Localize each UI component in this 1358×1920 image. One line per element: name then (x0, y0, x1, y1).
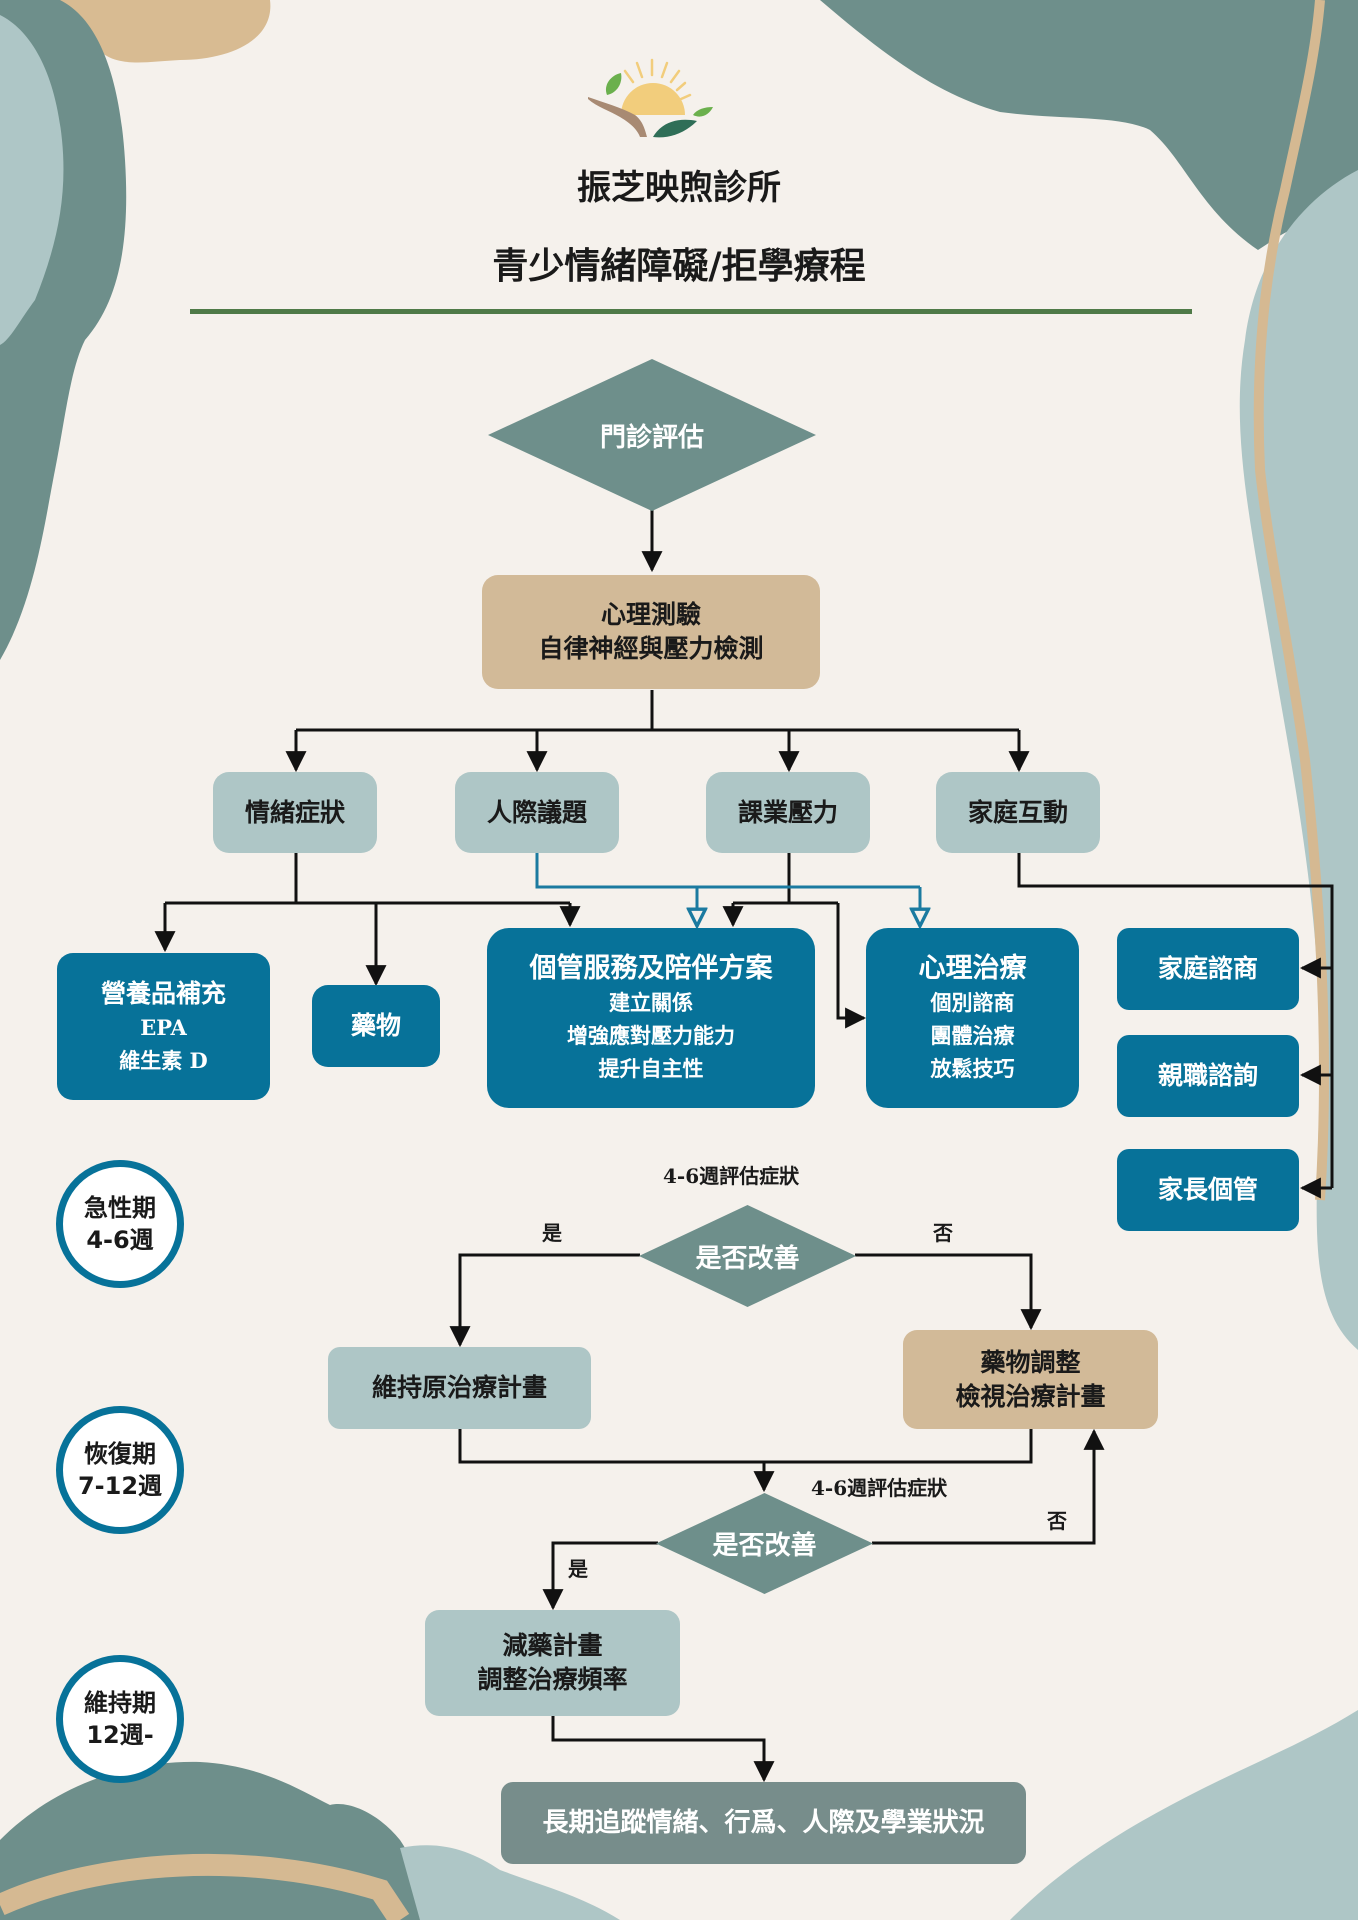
eval2-yes-result-line: 調整治療頻率 (477, 1665, 628, 1694)
psychotherapy-item: 團體治療 (930, 1022, 1015, 1048)
case-management-item: 提升自主性 (598, 1055, 704, 1081)
treatment-nutrition[interactable]: 營養品補充 EPA 維生素 D (57, 953, 270, 1100)
eval2-question: 是否改善 (712, 1531, 817, 1561)
eval1-no-result-line: 檢視治療計畫 (955, 1381, 1106, 1411)
eval1-decision[interactable]: 是否改善 (639, 1205, 856, 1307)
medication-title: 藥物 (350, 1011, 401, 1040)
phase-name: 急性期 (84, 1194, 156, 1222)
category-social[interactable]: 人際議題 (455, 772, 619, 853)
eval1-no-result-line: 藥物調整 (980, 1347, 1081, 1377)
phase-name: 恢復期 (84, 1440, 156, 1468)
eval1-question: 是否改善 (695, 1243, 800, 1274)
eval1-yes-label: 是 (542, 1221, 562, 1245)
final-label: 長期追蹤情緒、行爲、人際及學業狀況 (542, 1808, 985, 1838)
category-label: 情緒症狀 (244, 797, 345, 827)
eval2-yes-label: 是 (568, 1557, 588, 1581)
case-management-item: 建立關係 (609, 989, 693, 1015)
nutrition-item: 維生素 D (119, 1047, 208, 1073)
category-family[interactable]: 家庭互動 (936, 772, 1100, 853)
case-management-title: 個管服務及陪伴方案 (529, 952, 773, 984)
eval1-no-label: 否 (933, 1221, 953, 1245)
nutrition-item: EPA (140, 1014, 187, 1040)
psychotherapy-item: 個別諮商 (930, 989, 1015, 1015)
phase-maintenance: 維持期 12週- (56, 1655, 184, 1783)
header-divider (190, 309, 1192, 314)
page-title: 青少情緒障礙/拒學療程 (492, 245, 866, 287)
eval2-no-label: 否 (1047, 1509, 1067, 1533)
eval2-yes-result[interactable]: 減藥計畫 調整治療頻率 (425, 1610, 680, 1716)
psychotherapy-item: 放鬆技巧 (930, 1055, 1015, 1081)
eval1-note: 4-6週評估症狀 (663, 1164, 800, 1188)
category-label: 課業壓力 (737, 797, 838, 827)
case-management-item: 增強應對壓力能力 (567, 1022, 735, 1048)
start-outpatient-assessment[interactable]: 門診評估 (488, 359, 816, 511)
phase-recovery: 恢復期 7-12週 (56, 1406, 184, 1534)
phase-weeks: 4-6週 (86, 1226, 154, 1254)
nutrition-title: 營養品補充 (100, 978, 226, 1008)
phase-acute: 急性期 4-6週 (56, 1160, 184, 1288)
start-label: 門診評估 (599, 422, 704, 453)
family-service-label: 家長個管 (1157, 1175, 1258, 1204)
eval2-yes-result-line: 減藥計畫 (502, 1631, 603, 1660)
bg-blob-teal-light-left (0, 15, 64, 345)
phase-name: 維持期 (84, 1689, 156, 1717)
bg-blob-teal-bottom-left (0, 1761, 424, 1920)
eval2-decision[interactable]: 是否改善 (656, 1493, 873, 1594)
bg-blob-teal-light-bottom-right (1010, 1710, 1358, 1920)
eval1-no-result[interactable]: 藥物調整 檢視治療計畫 (903, 1330, 1158, 1429)
assessment-box[interactable]: 心理測驗 自律神經與壓力檢測 (482, 575, 820, 689)
family-service-label: 家庭諮商 (1157, 954, 1258, 983)
family-service-label: 親職諮詢 (1157, 1061, 1258, 1090)
category-emotion[interactable]: 情緒症狀 (213, 772, 377, 853)
category-label: 人際議題 (486, 797, 587, 827)
bg-blob-teal-top-right (820, 0, 1358, 260)
bg-stripe-tan-bottom (0, 1854, 410, 1920)
category-label: 家庭互動 (967, 797, 1068, 827)
bg-blob-teal-light-bottom (400, 1845, 620, 1920)
treatment-case-management[interactable]: 個管服務及陪伴方案 建立關係 增強應對壓力能力 提升自主性 (487, 928, 815, 1108)
final-long-term-followup[interactable]: 長期追蹤情緒、行爲、人際及學業狀況 (501, 1782, 1026, 1864)
assessment-line-1: 心理測驗 (600, 600, 701, 629)
category-academic[interactable]: 課業壓力 (706, 772, 870, 853)
bg-blob-tan-top-left (30, 0, 271, 63)
family-service-parenting[interactable]: 親職諮詢 (1117, 1035, 1299, 1117)
phase-weeks: 7-12週 (77, 1472, 163, 1500)
treatment-psychotherapy[interactable]: 心理治療 個別諮商 團體治療 放鬆技巧 (866, 928, 1079, 1108)
family-service-parent-case[interactable]: 家長個管 (1117, 1149, 1299, 1231)
clinic-name: 振芝映煦診所 (577, 168, 781, 208)
phase-weeks: 12週- (86, 1721, 154, 1749)
sun-branch-leaf-logo (588, 58, 713, 138)
psychotherapy-title: 心理治療 (918, 952, 1027, 984)
assessment-line-2: 自律神經與壓力檢測 (538, 634, 764, 663)
eval1-yes-result-label: 維持原治療計畫 (371, 1373, 547, 1402)
eval1-yes-result[interactable]: 維持原治療計畫 (328, 1347, 591, 1429)
treatment-medication[interactable]: 藥物 (312, 985, 440, 1067)
family-service-counseling[interactable]: 家庭諮商 (1117, 928, 1299, 1010)
